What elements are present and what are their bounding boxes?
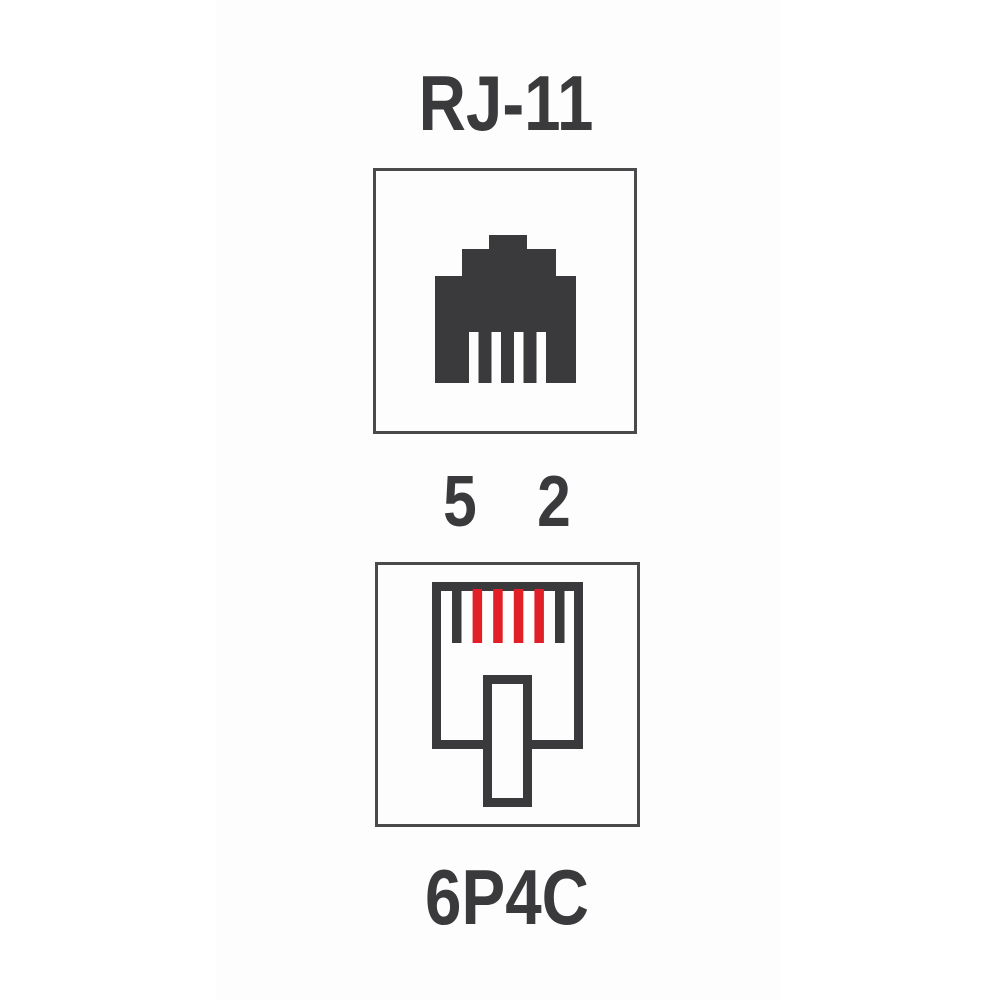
pin-number-5: 5 [443,462,477,542]
plug-front-view-box [375,562,640,827]
rj11-jack-icon [435,235,576,383]
wiring-standard-label: 6P4C [425,853,589,941]
plug-contact-bars [452,589,565,643]
jack-front-view-box [373,168,637,434]
jack-contact-slots [469,332,546,383]
pin-number-2: 2 [537,462,571,542]
plug-latch [483,675,532,807]
rj11-plug-icon [432,582,583,807]
connector-title: RJ-11 [418,59,594,147]
image-background-panel [216,0,781,1000]
